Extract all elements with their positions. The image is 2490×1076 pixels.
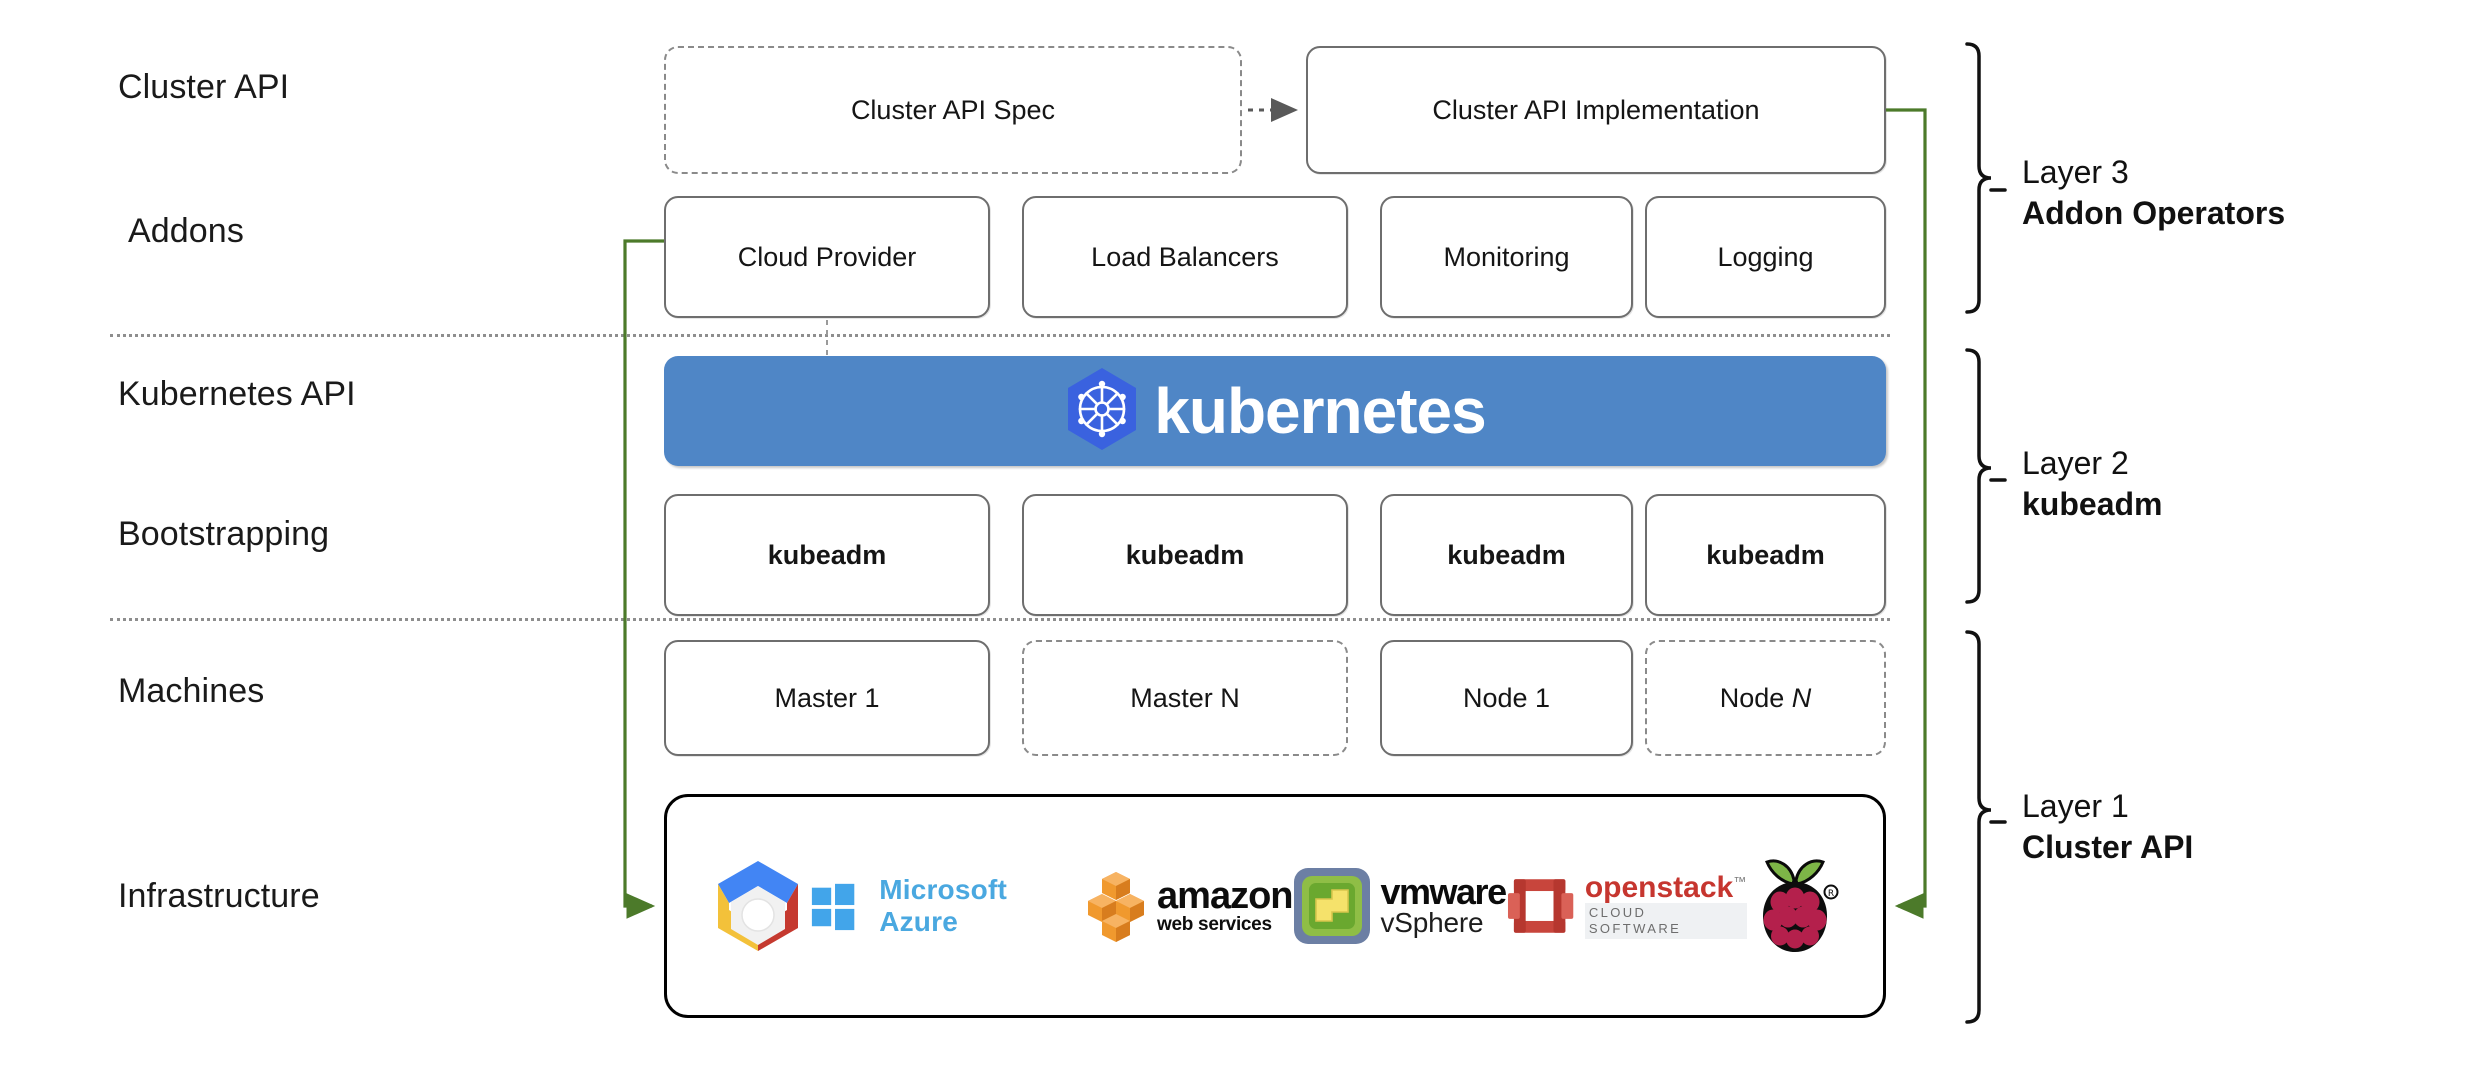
machine-box-node-n[interactable]: Node N xyxy=(1645,640,1886,756)
kubeadm-label: kubeadm xyxy=(1125,539,1245,570)
kubeadm-box-3[interactable]: kubeadm xyxy=(1380,494,1633,616)
kubeadm-label: kubeadm xyxy=(1447,539,1566,570)
row-label-machines: Machines xyxy=(118,672,265,710)
addon-box-monitoring[interactable]: Monitoring xyxy=(1380,196,1633,318)
svg-text:R: R xyxy=(1828,889,1834,899)
layer-1-label: Layer 1 Cluster API xyxy=(2022,786,2193,868)
addon-label: Load Balancers xyxy=(1091,241,1279,272)
openstack-icon[interactable]: openstack™ CLOUD SOFTWARE xyxy=(1506,858,1747,954)
kubeadm-box-1[interactable]: kubeadm xyxy=(664,494,990,616)
machine-label: Node N xyxy=(1719,682,1812,713)
layer-3-label: Layer 3 Addon Operators xyxy=(2022,152,2285,234)
microsoft-azure-icon[interactable]: Microsoft Azure xyxy=(809,858,1085,954)
kubernetes-wordmark: kubernetes xyxy=(1154,375,1486,447)
layer-2-subtitle: kubeadm xyxy=(2022,485,2163,522)
kubernetes-helm-wheel-icon xyxy=(1064,366,1140,457)
addon-label: Cloud Provider xyxy=(737,241,917,272)
addon-box-cloud-provider[interactable]: Cloud Provider xyxy=(664,196,990,318)
layer-separator-bottom xyxy=(110,618,1890,621)
layer-2-bracket xyxy=(1965,348,2007,604)
vmware-vsphere-icon[interactable]: vmware vSphere xyxy=(1293,858,1508,954)
layer-separator-top xyxy=(110,334,1890,337)
kubeadm-label: kubeadm xyxy=(1706,539,1825,570)
kubeadm-box-4[interactable]: kubeadm xyxy=(1645,494,1886,616)
machine-label: Master N xyxy=(1130,682,1240,713)
vsphere-wordmark: vSphere xyxy=(1380,907,1484,939)
layer-3-subtitle: Addon Operators xyxy=(2022,194,2286,231)
azure-wordmark: Microsoft Azure xyxy=(879,874,1007,937)
row-label-bootstrapping: Bootstrapping xyxy=(118,515,330,553)
row-label-addons: Addons xyxy=(128,212,244,250)
infrastructure-container: Microsoft Azure xyxy=(664,794,1886,1018)
layer-1-subtitle: Cluster API xyxy=(2022,828,2194,865)
aws-wordmark-webservices: web services xyxy=(1157,913,1272,935)
addon-box-logging[interactable]: Logging xyxy=(1645,196,1886,318)
implementation-to-infrastructure-arrow xyxy=(1886,108,1927,919)
kubeadm-box-2[interactable]: kubeadm xyxy=(1022,494,1348,616)
cluster-api-implementation-box[interactable]: Cluster API Implementation xyxy=(1306,46,1886,174)
layer-3-title: Layer 3 xyxy=(2022,154,2129,190)
cloud-provider-to-infrastructure-arrow xyxy=(623,239,664,919)
machine-box-master-n[interactable]: Master N xyxy=(1022,640,1348,756)
openstack-wordmark: openstack™ xyxy=(1584,871,1747,905)
machine-label: Master 1 xyxy=(774,682,880,713)
cluster-api-implementation-label: Cluster API Implementation xyxy=(1432,94,1760,125)
addon-label: Monitoring xyxy=(1443,241,1570,272)
google-cloud-hexagon-icon[interactable] xyxy=(707,858,809,954)
layer-3-bracket xyxy=(1965,42,2007,314)
kubeadm-label: kubeadm xyxy=(767,539,887,570)
machine-label: Node 1 xyxy=(1462,682,1551,713)
kubernetes-banner: kubernetes xyxy=(664,356,1886,466)
addon-label: Logging xyxy=(1717,241,1814,272)
openstack-tagline: CLOUD SOFTWARE xyxy=(1584,903,1747,939)
layer-1-title: Layer 1 xyxy=(2022,788,2129,824)
row-label-cluster-api: Cluster API xyxy=(118,68,290,106)
cluster-api-spec-box[interactable]: Cluster API Spec xyxy=(664,46,1242,174)
row-label-kubernetes-api: Kubernetes API xyxy=(118,375,356,413)
layer-1-bracket xyxy=(1965,630,2007,1024)
machine-box-node-1[interactable]: Node 1 xyxy=(1380,640,1633,756)
layer-2-label: Layer 2 kubeadm xyxy=(2022,443,2162,525)
layer-2-title: Layer 2 xyxy=(2022,445,2129,481)
addon-box-load-balancers[interactable]: Load Balancers xyxy=(1022,196,1348,318)
aws-cubes-icon[interactable]: amazon web services xyxy=(1085,858,1294,954)
cluster-api-spec-label: Cluster API Spec xyxy=(850,94,1056,125)
row-label-infrastructure: Infrastructure xyxy=(118,877,320,915)
aws-wordmark-amazon: amazon xyxy=(1157,875,1293,918)
vmware-wordmark: vmware xyxy=(1380,870,1508,912)
raspberry-pi-icon[interactable]: R xyxy=(1747,858,1843,954)
machine-box-master-1[interactable]: Master 1 xyxy=(664,640,990,756)
